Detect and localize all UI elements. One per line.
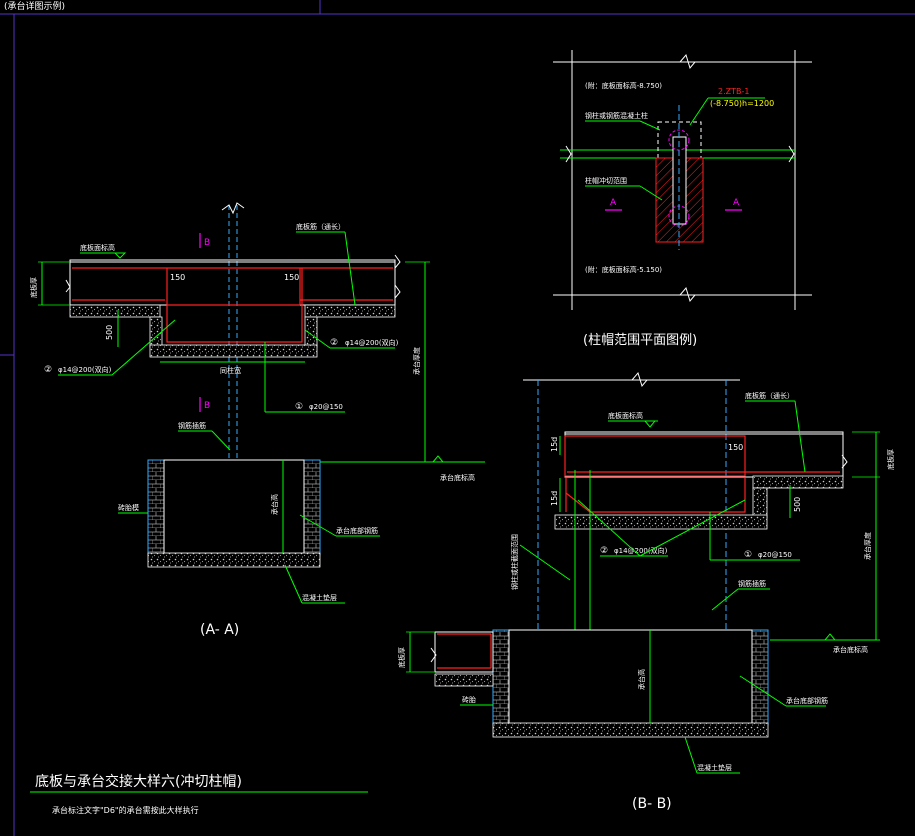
bb-floor-slab-top: 底板面标高 (608, 411, 643, 420)
bb-dim-15d-bot: 15d (550, 491, 559, 506)
plan-view: (附：底板面标高-8.750) (附：底板面标高-5.150) 2.ZTB-1 … (553, 50, 812, 348)
bb-bar-2-text: φ14@200(双向) (614, 546, 668, 555)
bb-cap-depth: 承台厚度 (863, 532, 872, 560)
bb-column-range: 钢柱或柱截面范围 (510, 534, 519, 590)
aa-floor-slab-top-label: 底板面标高 (80, 243, 115, 252)
plan-bottom-level: (附：底板面标高-5.150) (585, 265, 662, 274)
bb-dim-150: 150 (728, 443, 743, 452)
bb-cushion: 混凝土垫层 (697, 763, 732, 772)
bb-floor-slab-bar: 底板筋（通长） (745, 391, 794, 400)
aa-dim-150-right: 150 (284, 273, 299, 282)
section-aa: 底板面标高 底板厚 底板筋（通长） 150 150 500 ② φ14@200(… (29, 202, 485, 638)
top-label: (承台详图示例) (4, 0, 65, 12)
bb-left-floor-thick: 底板厚 (397, 647, 406, 668)
bb-brick-wall: 砖胎 (462, 695, 476, 704)
aa-bar-1-marker: ① (295, 402, 303, 412)
footer: 底板与承台交接大样六(冲切柱帽) 承台标注文字"D6"的承台需按此大样执行 (30, 773, 368, 815)
section-bb: 15d 15d 150 底板面标高 底板筋（通长） 500 底板厚 承台厚度 ②… (397, 371, 895, 812)
plan-label-3: 钢柱或钢筋混凝土柱 (585, 111, 648, 120)
aa-cap-height: 承台高 (270, 494, 279, 515)
aa-cap-bar: 承台底部钢筋 (336, 526, 378, 535)
plan-label-4: 柱帽冲切范围 (585, 176, 627, 185)
plan-caption: (柱帽范围平面图例) (583, 332, 697, 348)
footer-note: 承台标注文字"D6"的承台需按此大样执行 (52, 805, 199, 815)
aa-bar-2-text: φ14@200(双向) (58, 365, 112, 374)
aa-title: (A- A) (200, 622, 239, 638)
aa-section-b-bot: B (204, 401, 210, 411)
plan-label-1: 2.ZTB-1 (718, 87, 749, 96)
bb-column-bar: 钢筋插筋 (738, 579, 766, 588)
footer-title: 底板与承台交接大样六(冲切柱帽) (35, 773, 242, 790)
aa-bar-2-marker: ② (44, 365, 52, 375)
plan-label-2: (-8.750)h=1200 (710, 99, 774, 108)
aa-floor-slab-thick-label: 底板厚 (29, 277, 38, 298)
aa-bar-2-right-text: φ14@200(双向) (345, 338, 399, 347)
bb-cap-bottom-level: 承台底标高 (833, 645, 868, 654)
aa-brick-wall: 砖胎模 (118, 503, 139, 512)
plan-section-a-right: A (733, 198, 740, 208)
aa-cap-bottom-level: 承台底标高 (440, 473, 475, 482)
bb-dim-15d-top: 15d (550, 437, 559, 452)
bb-floor-thick: 底板厚 (886, 449, 895, 470)
aa-dim-500: 500 (105, 325, 114, 340)
bb-cap-height: 承台高 (637, 669, 646, 690)
aa-cushion: 混凝土垫层 (302, 593, 337, 602)
plan-top-level: (附：底板面标高-8.750) (585, 81, 662, 90)
aa-column-bar-label: 钢筋插筋 (178, 421, 206, 430)
bb-bar-1-text: φ20@150 (758, 551, 792, 559)
bb-bar-2-marker: ② (600, 546, 608, 556)
bb-bar-1-marker: ① (744, 550, 752, 560)
aa-bar-1-text: φ20@150 (309, 403, 343, 411)
aa-section-b-top: B (204, 238, 210, 248)
aa-cap-depth: 承台厚度 (412, 347, 421, 375)
plan-section-a-left: A (610, 198, 617, 208)
aa-floor-slab-bar-label: 底板筋（通长） (296, 222, 345, 231)
aa-dim-150-left: 150 (170, 273, 185, 282)
bb-title: (B- B) (632, 796, 672, 812)
aa-bar-2-right-marker: ② (330, 338, 338, 348)
bb-dim-500: 500 (793, 497, 802, 512)
bb-cap-bar: 承台底部钢筋 (786, 696, 828, 705)
aa-cap-width: 同柱宽 (220, 366, 241, 375)
